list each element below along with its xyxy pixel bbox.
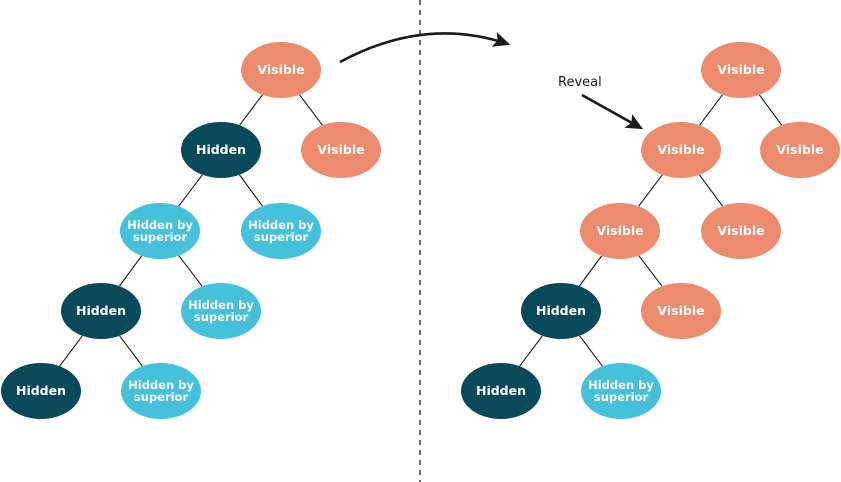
tree-edge [238, 174, 264, 207]
tree-edge [638, 174, 663, 207]
tree-node-hidden-by-superior[interactable]: Hidden by superior [581, 363, 661, 419]
tree-node-visible[interactable]: Visible [301, 122, 381, 178]
tree-node-hidden[interactable]: Hidden [461, 363, 541, 419]
tree-edge [579, 335, 603, 367]
tree-node-label: Visible [717, 223, 765, 239]
tree-node-label: Visible [657, 303, 705, 319]
tree-node-label: Visible [657, 142, 705, 158]
tree-node-label: Visible [776, 142, 824, 158]
tree-node-label: Visible [257, 62, 305, 78]
tree-node-label: Visible [317, 142, 365, 158]
tree-node-visible[interactable]: Visible [641, 122, 721, 178]
tree-edge [638, 255, 663, 287]
tree-node-label: Hidden [75, 303, 127, 319]
tree-node-hidden-by-superior[interactable]: Hidden by superior [120, 203, 200, 259]
reveal-annotation-label: Reveal [558, 75, 602, 90]
tree-edge [178, 255, 203, 287]
tree-node-visible[interactable]: Visible [241, 42, 321, 98]
tree-node-label: Hidden [535, 303, 587, 319]
tree-node-label: Visible [717, 62, 765, 78]
tree-node-hidden[interactable]: Hidden [521, 283, 601, 339]
tree-edge [578, 255, 603, 287]
tree-edge [118, 255, 143, 287]
tree-node-hidden[interactable]: Hidden [1, 363, 81, 419]
tree-node-visible[interactable]: Visible [641, 283, 721, 339]
tree-node-label: Visible [596, 223, 644, 239]
tree-node-hidden-by-superior[interactable]: Hidden by superior [241, 203, 321, 259]
tree-edge [119, 335, 143, 367]
tree-edge [758, 94, 783, 126]
tree-node-visible[interactable]: Visible [701, 203, 781, 259]
tree-node-hidden-by-superior[interactable]: Hidden by superior [121, 363, 201, 419]
tree-node-hidden[interactable]: Hidden [61, 283, 141, 339]
tree-node-visible[interactable]: Visible [701, 42, 781, 98]
tree-node-label: Hidden [475, 383, 527, 399]
tree-node-label: Hidden by superior [188, 297, 254, 324]
tree-edge [178, 174, 203, 207]
tree-node-label: Hidden by superior [127, 217, 193, 244]
reveal-annotation-path [581, 93, 644, 130]
tree-edge [519, 335, 543, 367]
tree-node-label: Hidden [195, 142, 247, 158]
transform-arrow-path [339, 31, 511, 64]
tree-edge [699, 94, 723, 126]
tree-edge [59, 335, 83, 367]
tree-node-label: Hidden [15, 383, 67, 399]
tree-node-visible[interactable]: Visible [580, 203, 660, 259]
tree-node-hidden-by-superior[interactable]: Hidden by superior [181, 283, 261, 339]
tree-node-label: Hidden by superior [588, 377, 654, 404]
tree-edge [239, 94, 263, 126]
tree-edge [698, 174, 724, 207]
tree-node-visible[interactable]: Visible [760, 122, 840, 178]
tree-node-label: Hidden by superior [128, 377, 194, 404]
tree-edge [299, 94, 323, 126]
tree-node-label: Hidden by superior [248, 217, 314, 244]
tree-node-hidden[interactable]: Hidden [181, 122, 261, 178]
